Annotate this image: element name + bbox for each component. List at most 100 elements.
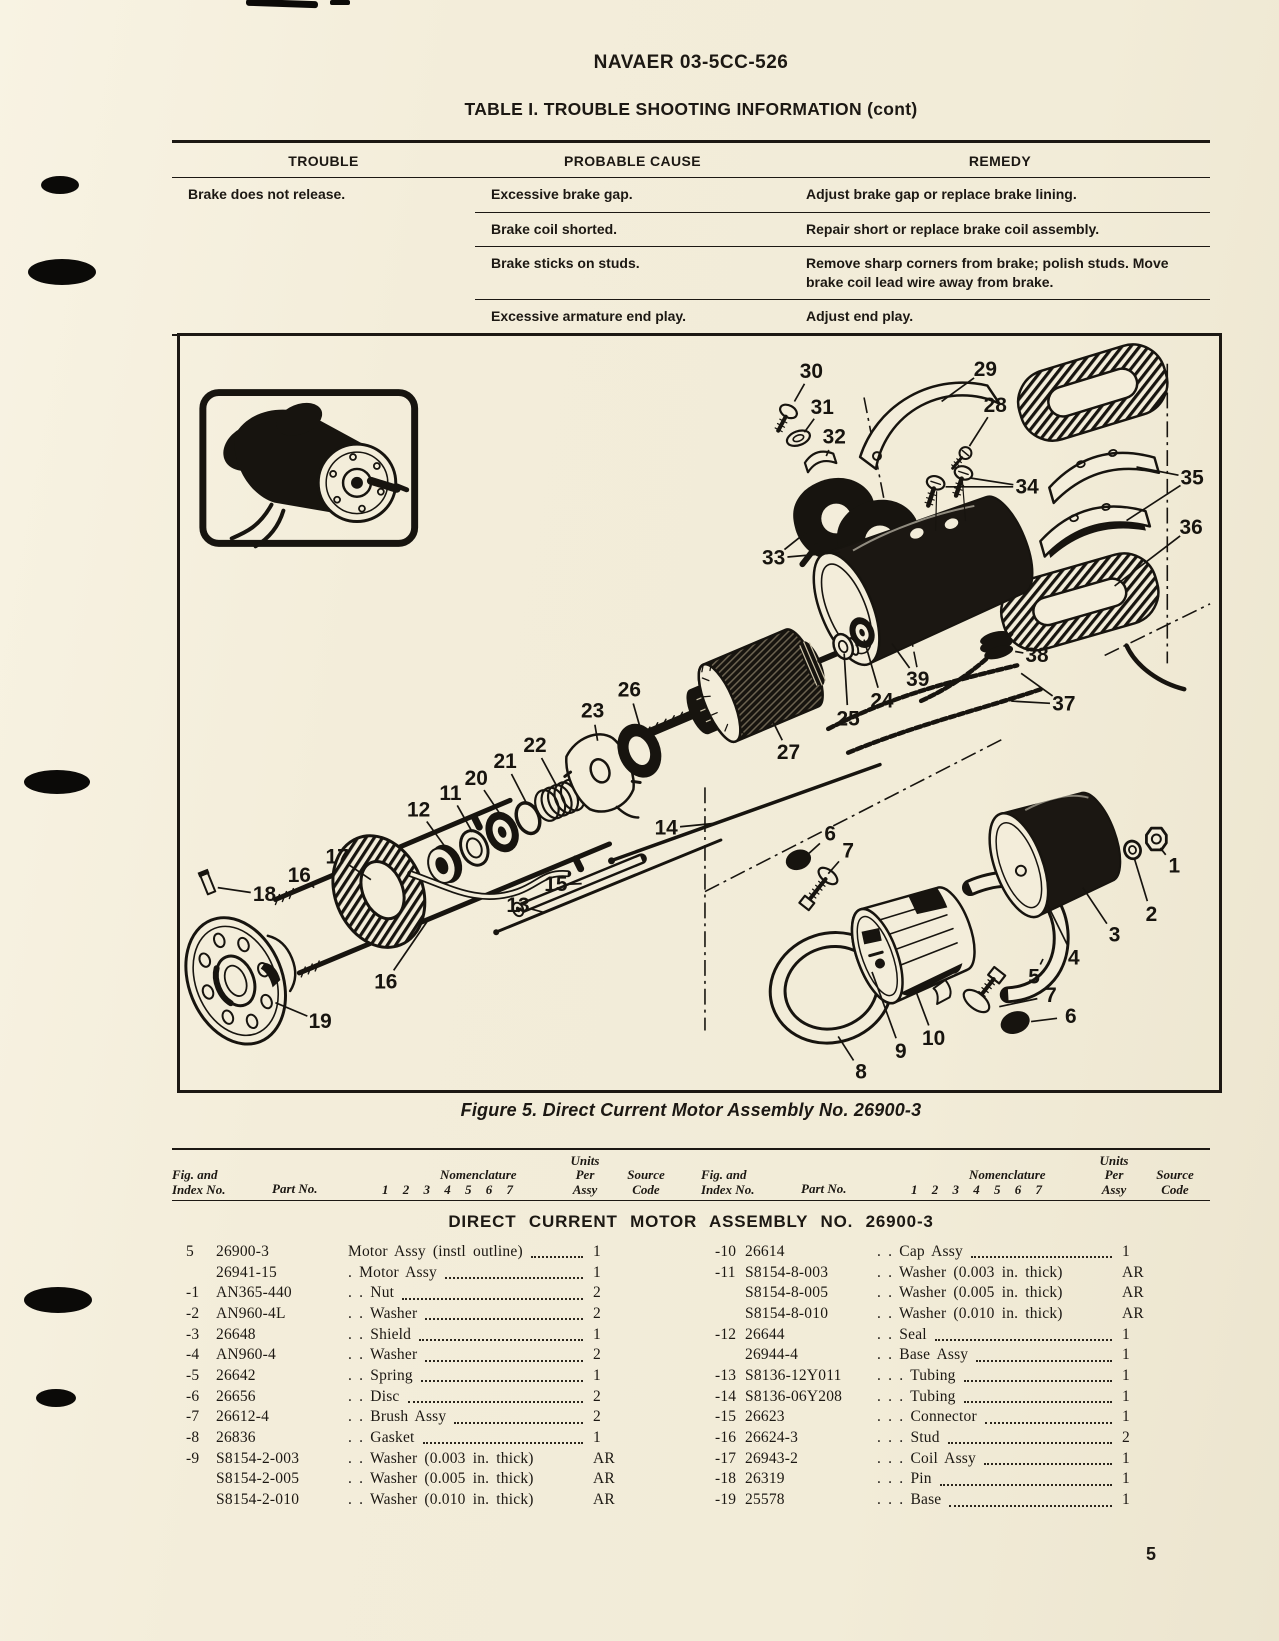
units-per-assy: 1: [593, 1325, 601, 1343]
part-no: S8136-06Y208: [745, 1387, 843, 1405]
part-no: 26648: [216, 1325, 256, 1343]
nomenclature: . . . Connector: [877, 1407, 1120, 1426]
figure-caption: Figure 5. Direct Current Motor Assembly …: [460, 1100, 922, 1120]
callout-leader-line: [275, 1001, 308, 1017]
figure-callout-19: 19: [309, 1010, 332, 1033]
trouble-cell: Brake does not release.: [188, 186, 346, 203]
units-per-assy: 1: [1122, 1325, 1130, 1343]
index-no: -9: [186, 1449, 200, 1467]
nomenclature: . . Washer: [348, 1345, 591, 1364]
trouble-cell: Adjust end play.: [790, 299, 1210, 333]
part-no: 26623: [745, 1408, 785, 1426]
part-no: 26900-3: [216, 1242, 270, 1260]
parts-header-left: Fig. and Index No. Part No. Nomenclature…: [172, 1153, 681, 1197]
index-no: 5: [186, 1242, 194, 1260]
nomenclature: . . Spring: [348, 1366, 591, 1385]
figure-callout-25: 25: [837, 707, 861, 730]
part-no: S8154-2-003: [216, 1449, 300, 1467]
nomenclature: . . Seal: [877, 1325, 1120, 1344]
trouble-table-title: TABLE I. TROUBLE SHOOTING INFORMATION (c…: [464, 99, 918, 119]
coil-wire: [407, 870, 572, 901]
callout-leader-line: [827, 860, 840, 875]
doc-number: NAVAER 03-5CC-526: [593, 52, 789, 73]
column-header-trouble: TROUBLE: [288, 153, 359, 169]
figure-callout-6: 6: [824, 823, 836, 846]
trouble-cell: Brake sticks on studs.: [475, 246, 790, 299]
nomenclature: . . Washer (0.003 in. thick): [877, 1263, 1063, 1281]
units-per-assy: AR: [593, 1470, 615, 1488]
part-no: AN365-440: [216, 1284, 292, 1302]
callout-leader-line: [1114, 535, 1181, 587]
index-no: -18: [715, 1470, 737, 1488]
exploded-view-figure: 3031322928343536333924253837262327222120…: [184, 343, 1211, 1084]
cap-12: [427, 844, 463, 884]
figure-callout-32: 32: [823, 426, 846, 449]
index-no: -13: [715, 1367, 737, 1385]
brush-screw-7-upper: [798, 866, 839, 912]
trouble-cell: [172, 299, 475, 333]
index-no: -7: [186, 1408, 200, 1426]
base-flange: [184, 916, 297, 1046]
part-no: S8154-2-010: [216, 1491, 300, 1509]
page-number: 5: [1146, 1544, 1157, 1564]
pin-18: [197, 868, 217, 896]
part-no: S8154-8-010: [745, 1304, 829, 1322]
index-no: -3: [186, 1325, 200, 1343]
callout-leader-line: [594, 724, 599, 741]
figure-callout-33: 33: [762, 547, 785, 570]
part-no: 26612-4: [216, 1408, 270, 1426]
trouble-cell: Remove sharp corners from brake; polish …: [790, 246, 1210, 299]
index-no: -15: [715, 1408, 737, 1426]
units-per-assy: 2: [593, 1284, 601, 1302]
figure-callout-34: 34: [1016, 475, 1040, 498]
callout-leader-line: [793, 383, 806, 402]
nomenclature: . . Washer (0.003 in. thick): [348, 1449, 534, 1467]
units-per-assy: 1: [1122, 1470, 1130, 1488]
part-no: 26614: [745, 1242, 785, 1260]
washer-2: [1123, 839, 1142, 861]
units-per-assy: AR: [1122, 1263, 1144, 1281]
units-per-assy: 2: [593, 1304, 601, 1322]
figure-callout-16: 16: [374, 970, 397, 993]
trouble-cell: Excessive brake gap.: [491, 186, 633, 203]
pole-shoe-upper: [1048, 449, 1161, 505]
callout-leader-line: [941, 377, 975, 403]
units-per-assy: AR: [1122, 1304, 1144, 1322]
index-no: -2: [186, 1304, 200, 1322]
figure-callout-37: 37: [1052, 693, 1075, 716]
part-no: 26642: [216, 1367, 256, 1385]
coil-assy-17: [331, 834, 427, 949]
part-no: 26644: [745, 1325, 785, 1343]
parts-table: Fig. and Index No. Part No. Nomenclature…: [172, 1148, 1210, 1511]
parts-row: -9 S8154-2-003 . . Washer (0.003 in. thick…: [172, 1449, 681, 1470]
units-per-assy: 2: [593, 1408, 601, 1426]
rod-13: [493, 838, 723, 936]
units-per-assy: 1: [593, 1429, 601, 1447]
units-per-assy: AR: [1122, 1284, 1144, 1302]
nomenclature: . . Disc: [348, 1387, 591, 1406]
scan-artifact: [330, 0, 350, 5]
callout-leader-line: [632, 703, 641, 726]
part-no: 26624-3: [745, 1429, 799, 1447]
figure-callout-11: 11: [439, 782, 461, 805]
nomenclature: . . . Tubing: [877, 1387, 1120, 1406]
header-fig-index: Fig. and Index No.: [172, 1167, 226, 1197]
disc-26: [617, 723, 662, 778]
figure-callout-29: 29: [974, 358, 997, 381]
figure-callout-4: 4: [1068, 947, 1080, 970]
disc-6-lower: [1000, 1011, 1030, 1034]
parts-table-header-rule: [172, 1199, 1210, 1201]
nomenclature: . . Washer (0.005 in. thick): [348, 1470, 534, 1488]
callout-leader-line: [392, 918, 430, 971]
punch-hole: [24, 1287, 92, 1313]
callout-leader-line: [891, 643, 911, 669]
nomenclature: . Motor Assy: [348, 1263, 591, 1282]
trouble-table: TROUBLE PROBABLE CAUSE REMEDY Brake does…: [172, 140, 1210, 336]
figure-callout-7: 7: [1045, 984, 1057, 1007]
